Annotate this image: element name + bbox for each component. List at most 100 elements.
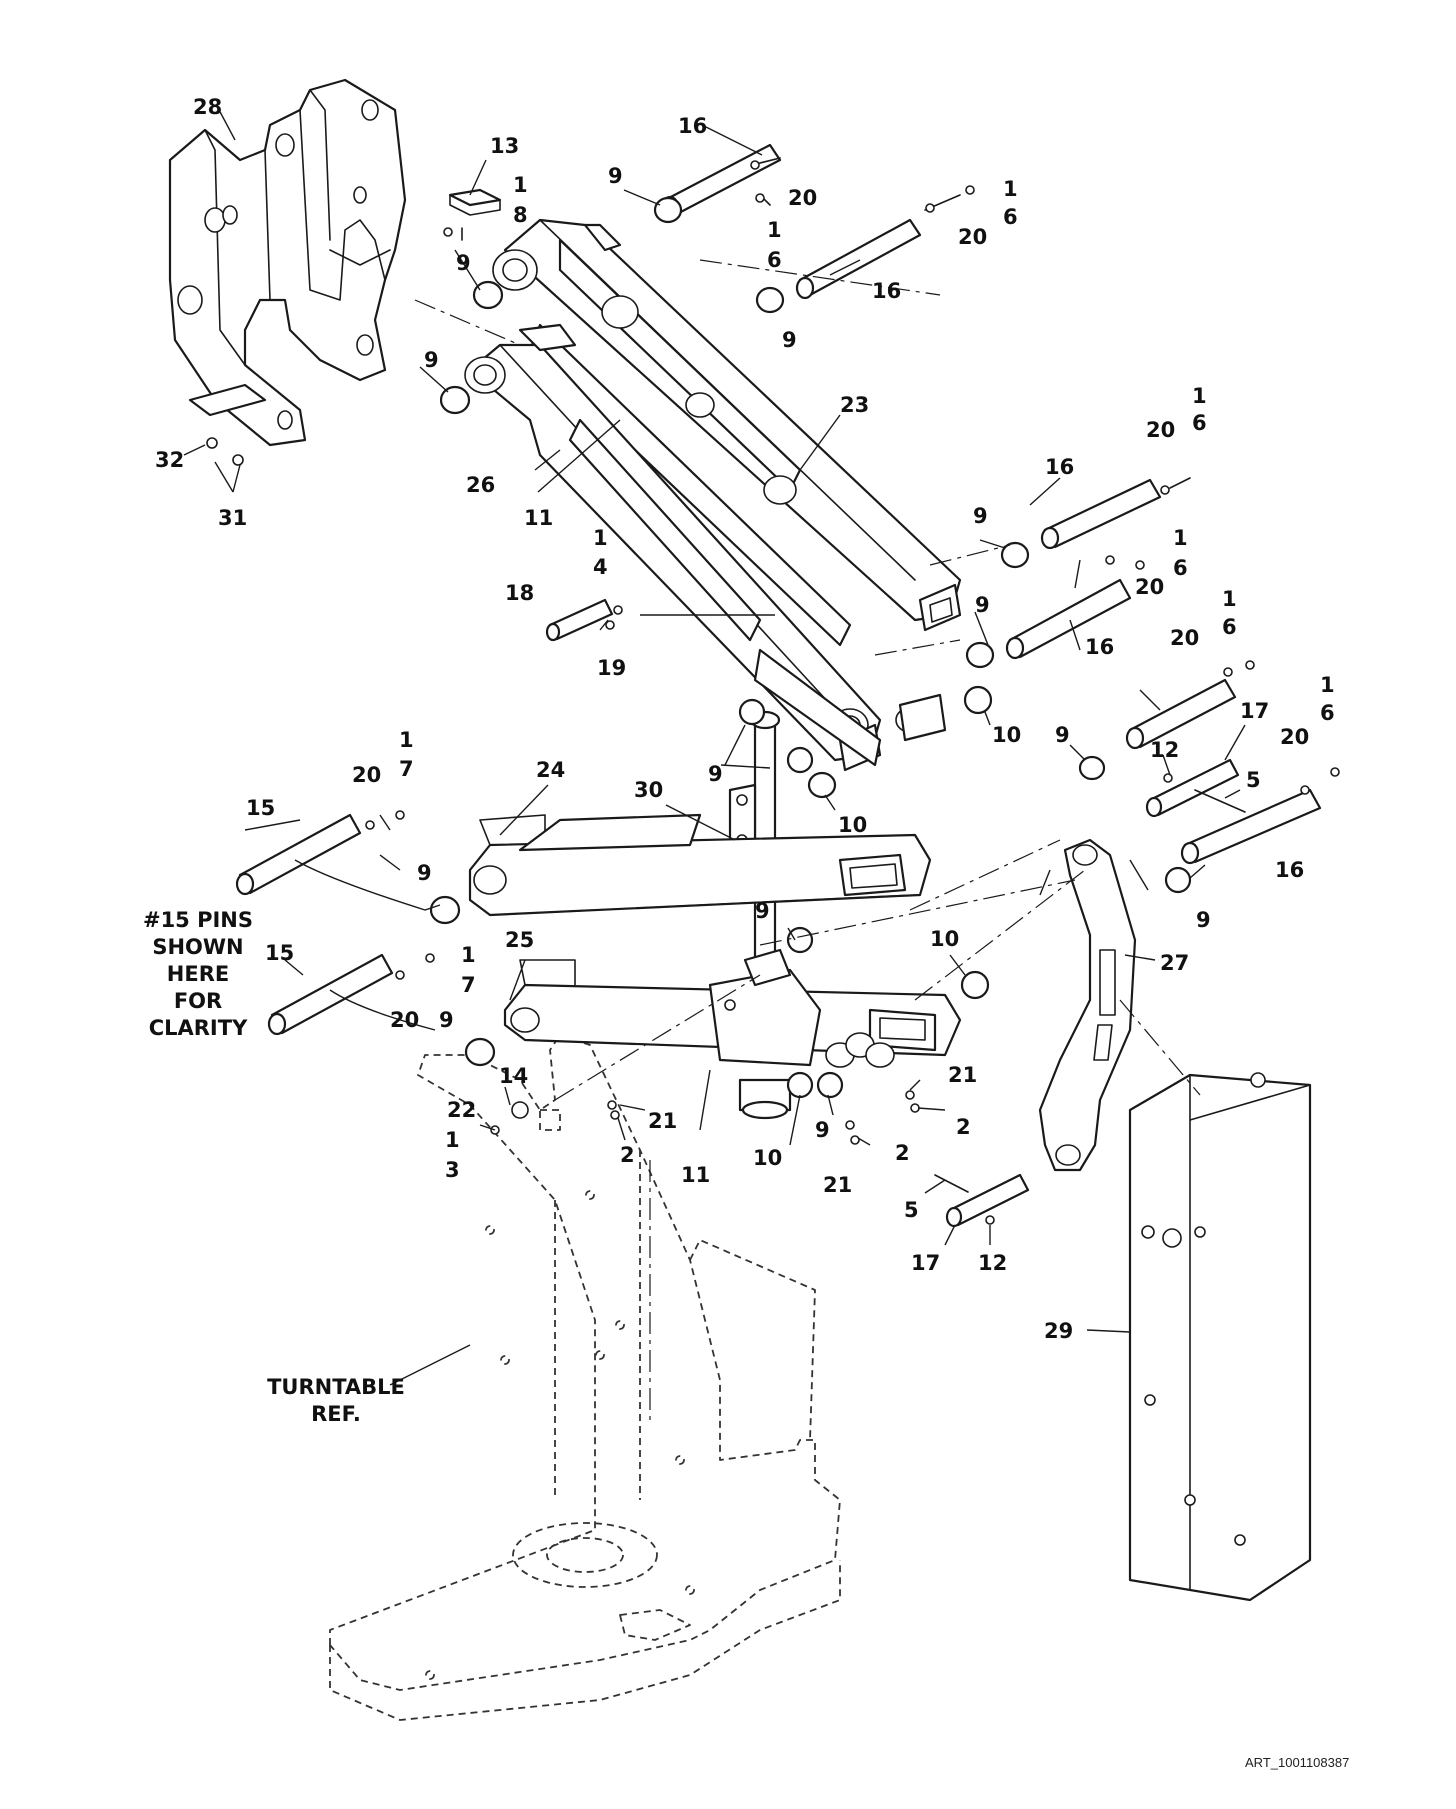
callout-27: 27 bbox=[1160, 951, 1189, 975]
note-turntable-line-1: TURNTABLE bbox=[267, 1375, 405, 1399]
callout-5: 5 bbox=[1246, 768, 1261, 792]
plate-13 bbox=[448, 188, 502, 241]
note-pins-clarity: #15 PINS SHOWN HERE FOR CLARITY bbox=[143, 908, 253, 1040]
callout-10: 10 bbox=[930, 927, 959, 951]
callout-9: 9 bbox=[1055, 723, 1070, 747]
callout-21: 21 bbox=[823, 1173, 852, 1197]
callout-10: 10 bbox=[753, 1146, 782, 1170]
callout-23: 23 bbox=[840, 393, 869, 417]
callout-21: 21 bbox=[648, 1109, 677, 1133]
callout-19: 19 bbox=[597, 656, 626, 680]
callout-1: 1 bbox=[767, 218, 782, 242]
callout-13: 13 bbox=[490, 134, 519, 158]
callout-20: 20 bbox=[352, 763, 381, 787]
callout-9: 9 bbox=[1196, 908, 1211, 932]
callout-30: 30 bbox=[634, 778, 663, 802]
callout-9: 9 bbox=[755, 899, 770, 923]
callout-12: 12 bbox=[978, 1251, 1007, 1275]
lower-arm-25 bbox=[503, 948, 962, 1120]
art-number: ART_1001108387 bbox=[1245, 1755, 1349, 1770]
center-lines bbox=[414, 259, 1201, 1420]
callout-15: 15 bbox=[246, 796, 275, 820]
callout-11: 11 bbox=[524, 506, 553, 530]
callout-14: 14 bbox=[499, 1064, 528, 1088]
callout-6: 6 bbox=[767, 248, 782, 272]
note-pins-line-3: HERE bbox=[167, 962, 229, 986]
callout-12: 12 bbox=[1150, 738, 1179, 762]
callout-20: 20 bbox=[1135, 575, 1164, 599]
bushings bbox=[429, 196, 1192, 1099]
turntable-reference bbox=[329, 1034, 841, 1721]
callout-1: 1 bbox=[445, 1128, 460, 1152]
callout-9: 9 bbox=[708, 762, 723, 786]
callout-1: 1 bbox=[1003, 177, 1018, 201]
callout-6: 6 bbox=[1320, 701, 1335, 725]
callout-8: 8 bbox=[513, 203, 528, 227]
note-pins-line-1: #15 PINS bbox=[143, 908, 253, 932]
callout-15: 15 bbox=[265, 941, 294, 965]
callout-28: 28 bbox=[193, 95, 222, 119]
callout-16: 16 bbox=[872, 279, 901, 303]
callout-9: 9 bbox=[782, 328, 797, 352]
callout-1: 1 bbox=[399, 728, 414, 752]
callout-16: 16 bbox=[1275, 858, 1304, 882]
callout-20: 20 bbox=[788, 186, 817, 210]
callout-9: 9 bbox=[439, 1008, 454, 1032]
callout-17: 17 bbox=[911, 1251, 940, 1275]
callout-32: 32 bbox=[155, 448, 184, 472]
callout-9: 9 bbox=[975, 593, 990, 617]
callout-1: 1 bbox=[1173, 526, 1188, 550]
callout-31: 31 bbox=[218, 506, 247, 530]
callout-16: 16 bbox=[1085, 635, 1114, 659]
leader-lines bbox=[183, 107, 1246, 1386]
note-turntable-line-2: REF. bbox=[311, 1402, 361, 1426]
callout-2: 2 bbox=[956, 1115, 971, 1139]
bracket-28 bbox=[168, 78, 407, 447]
callout-1: 1 bbox=[513, 173, 528, 197]
upper-arm-26 bbox=[464, 323, 947, 772]
callout-16: 16 bbox=[678, 114, 707, 138]
note-pins-line-4: FOR bbox=[174, 989, 222, 1013]
callout-9: 9 bbox=[815, 1118, 830, 1142]
callout-5: 5 bbox=[904, 1198, 919, 1222]
callout-25: 25 bbox=[505, 928, 534, 952]
callout-labels: 28 13 1 8 32 31 16 9 20 1 6 1 6 20 16 9 … bbox=[155, 95, 1335, 1343]
callout-1: 1 bbox=[461, 943, 476, 967]
callout-4: 4 bbox=[593, 555, 608, 579]
callout-9: 9 bbox=[608, 164, 623, 188]
note-pins-line-2: SHOWN bbox=[152, 935, 243, 959]
callout-17: 17 bbox=[1240, 699, 1269, 723]
callout-26: 26 bbox=[466, 473, 495, 497]
callout-29: 29 bbox=[1044, 1319, 1073, 1343]
callout-20: 20 bbox=[390, 1008, 419, 1032]
callout-20: 20 bbox=[958, 225, 987, 249]
callout-2: 2 bbox=[895, 1141, 910, 1165]
callout-3: 3 bbox=[445, 1158, 460, 1182]
note-turntable-ref: TURNTABLE REF. bbox=[267, 1375, 405, 1426]
callout-20: 20 bbox=[1146, 418, 1175, 442]
plate-29 bbox=[1128, 1072, 1312, 1602]
callout-6: 6 bbox=[1003, 205, 1018, 229]
callout-10: 10 bbox=[992, 723, 1021, 747]
callout-21: 21 bbox=[948, 1063, 977, 1087]
callout-1: 1 bbox=[1222, 587, 1237, 611]
callout-9: 9 bbox=[424, 348, 439, 372]
callout-10: 10 bbox=[838, 813, 867, 837]
callout-7: 7 bbox=[399, 757, 414, 781]
callout-11: 11 bbox=[681, 1163, 710, 1187]
callout-9: 9 bbox=[973, 504, 988, 528]
callout-6: 6 bbox=[1192, 411, 1207, 435]
callout-2: 2 bbox=[620, 1143, 635, 1167]
callout-6: 6 bbox=[1222, 615, 1237, 639]
callout-9: 9 bbox=[456, 251, 471, 275]
fasteners bbox=[206, 157, 1340, 1225]
lower-arm-24 bbox=[468, 813, 932, 917]
callout-22: 22 bbox=[447, 1098, 476, 1122]
link-27 bbox=[1038, 838, 1137, 1172]
callout-18: 18 bbox=[505, 581, 534, 605]
note-pins-line-5: CLARITY bbox=[149, 1016, 248, 1040]
callout-20: 20 bbox=[1170, 626, 1199, 650]
pins bbox=[235, 143, 1322, 1228]
callout-9: 9 bbox=[417, 861, 432, 885]
